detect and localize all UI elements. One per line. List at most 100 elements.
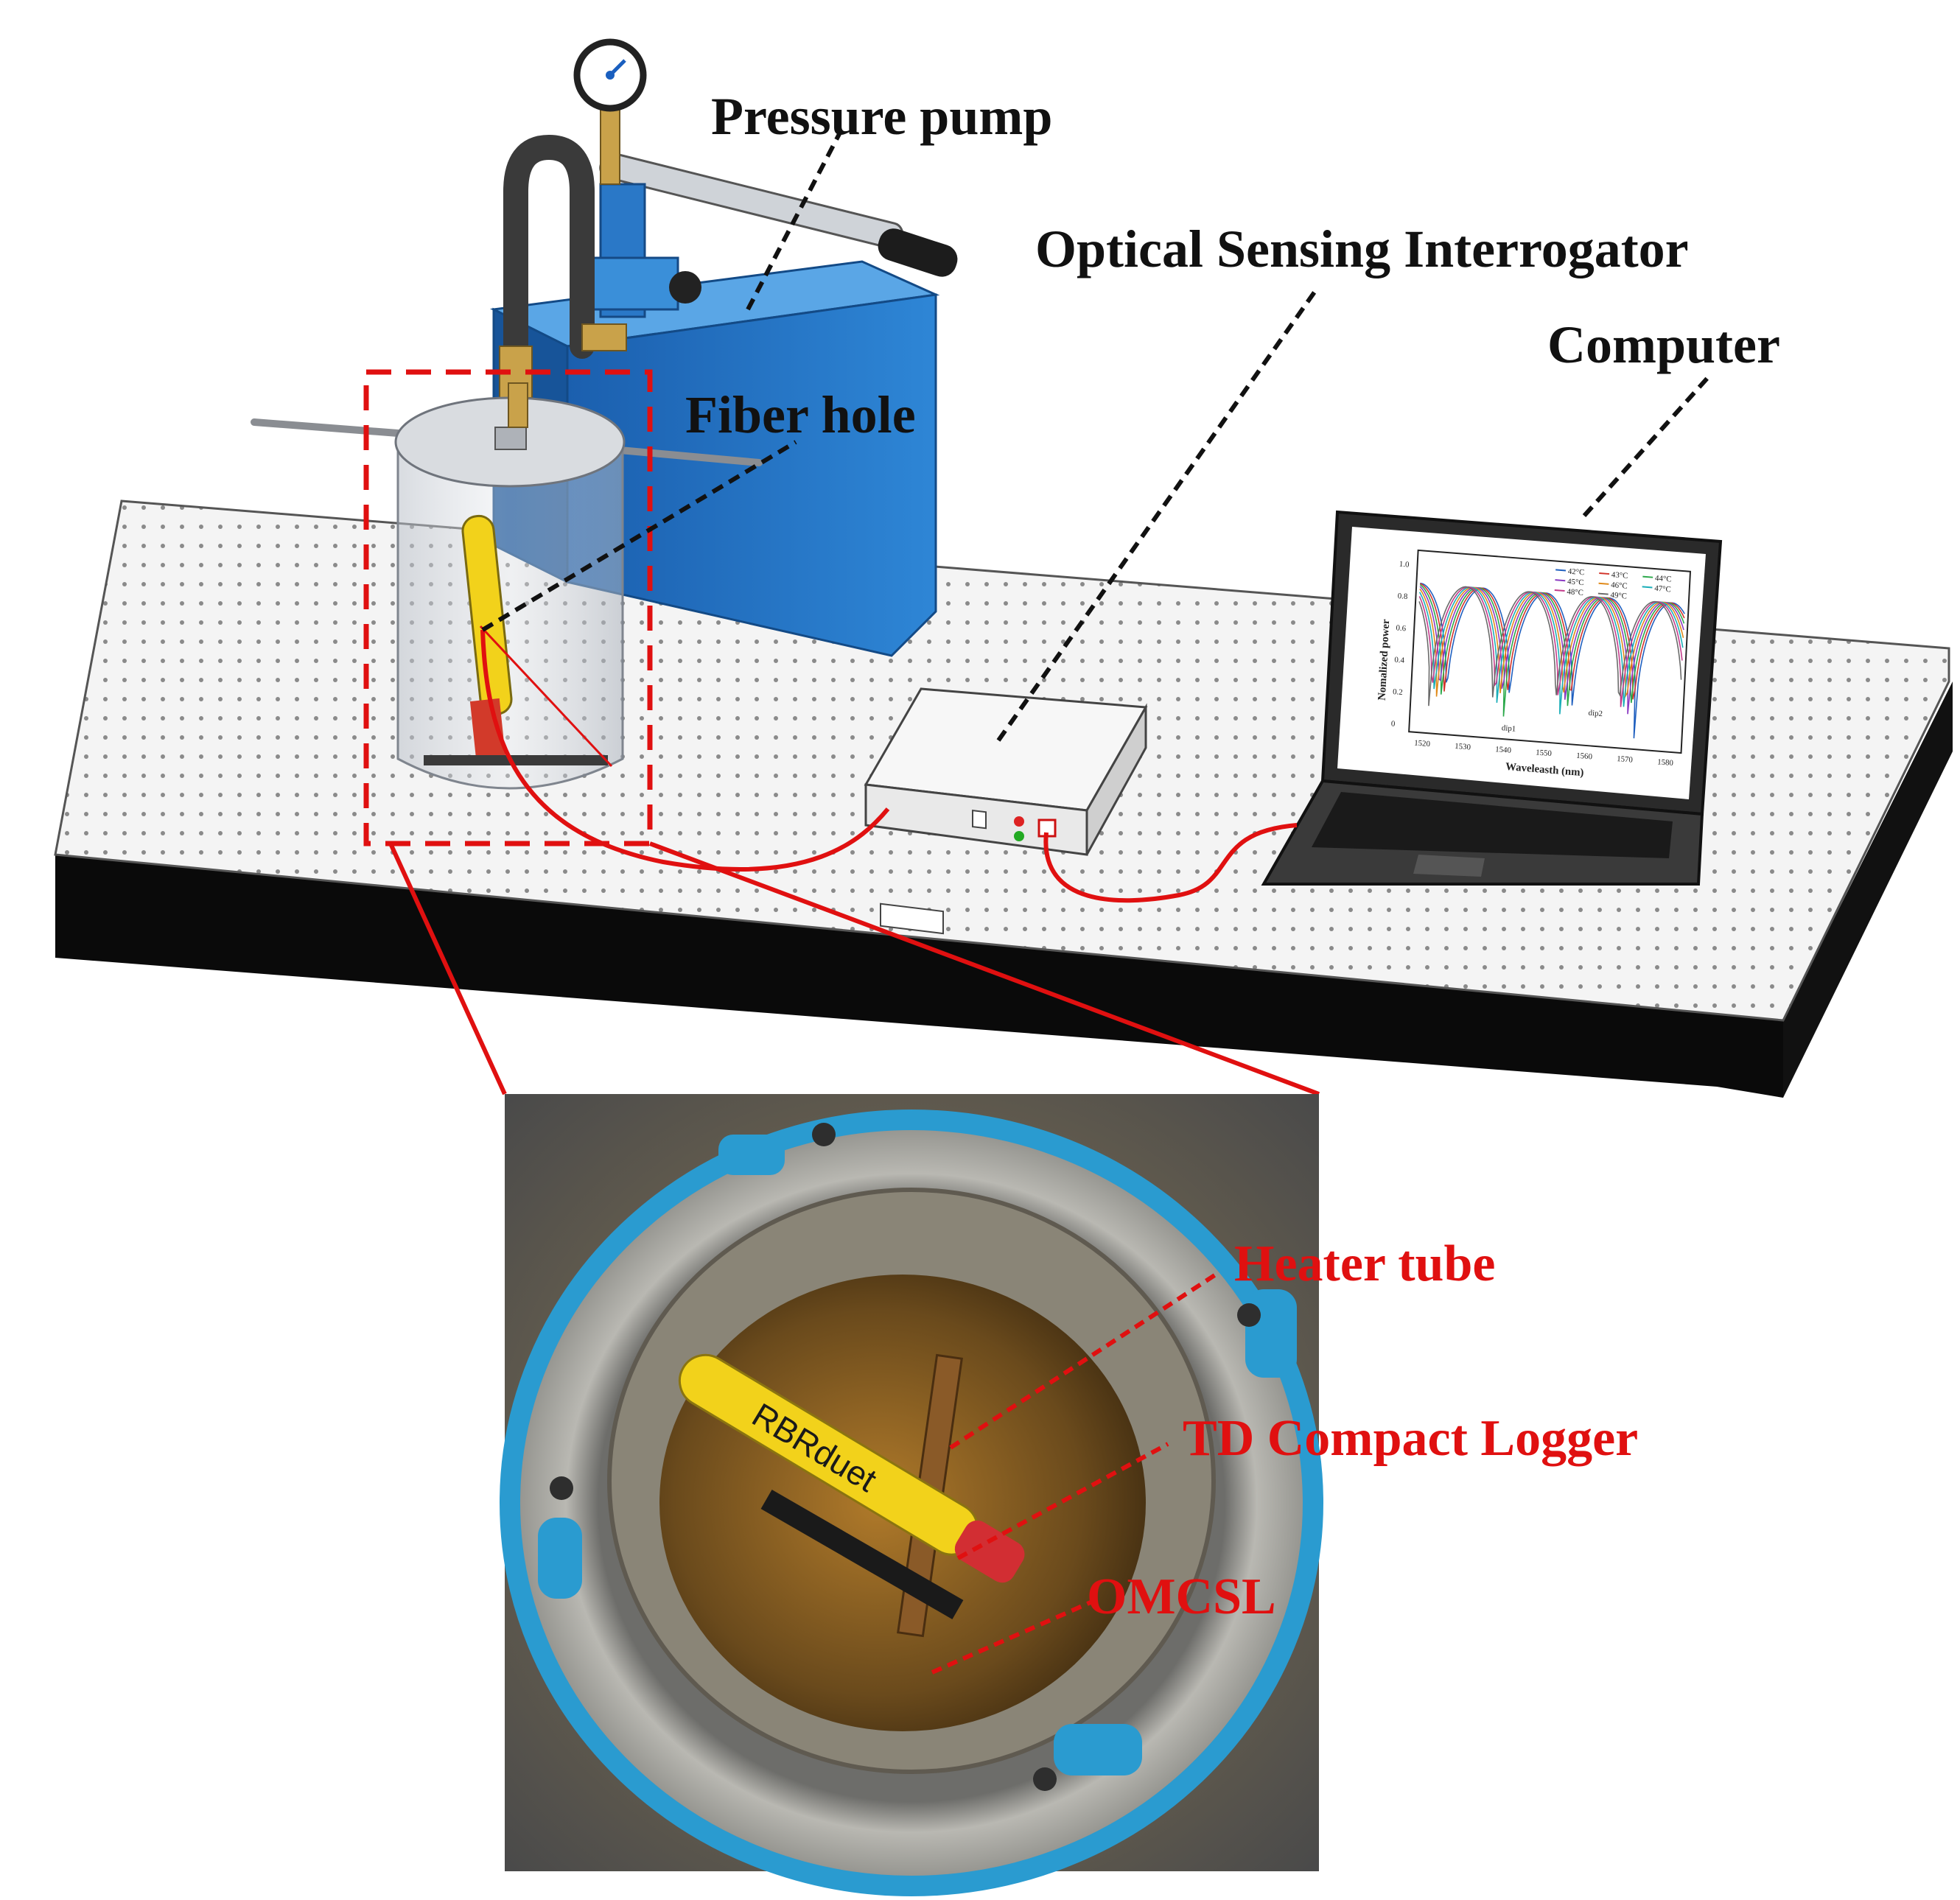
led-red-icon — [1014, 816, 1024, 827]
y-tick-label: 0 — [1391, 719, 1396, 728]
spectrum-curves — [1418, 582, 1685, 739]
leader-pressure-pump — [746, 131, 842, 311]
spectrum-curve — [1419, 583, 1685, 700]
table-side-face — [1783, 681, 1953, 1098]
leader-lines-black — [481, 131, 1712, 742]
paint-mark-2 — [1245, 1289, 1297, 1378]
leader-omcsl — [931, 1600, 1092, 1675]
pump-handle-grip — [878, 228, 958, 277]
gauge-stem — [600, 102, 620, 185]
bolt-hole-4 — [1033, 1767, 1057, 1791]
pressure-pump — [489, 38, 958, 657]
x-tick-label: 1540 — [1495, 745, 1512, 755]
legend-entry: 44°C — [1655, 574, 1672, 584]
legend-entry: 43°C — [1611, 570, 1628, 581]
spectrum-curve — [1419, 586, 1684, 698]
sensor-bar-schematic — [424, 755, 608, 765]
optical-interrogator — [864, 687, 1148, 935]
logger-probe-tip — [469, 698, 506, 760]
led-green-icon — [1014, 831, 1024, 841]
x-tick-label: 1560 — [1576, 751, 1593, 762]
bolt-hole-1 — [812, 1123, 836, 1146]
legend-swatch — [1642, 586, 1653, 589]
interrogator-button — [972, 809, 987, 830]
label-pressure-pump: Pressure pump — [711, 87, 1052, 146]
x-tick-label: 1550 — [1536, 748, 1553, 758]
spectrum-curve — [1418, 586, 1684, 715]
vessel-cylinder — [396, 448, 624, 790]
lid-inlet — [508, 382, 528, 428]
paint-mark-3 — [538, 1518, 582, 1599]
spectrum-curve — [1418, 586, 1682, 707]
y-tick-labels: 0 0.2 0.4 0.6 0.8 1.0 — [1391, 560, 1410, 729]
label-fiber-hole: Fiber hole — [685, 385, 916, 444]
zoom-connector-left — [388, 842, 507, 1096]
leader-computer — [1582, 374, 1712, 518]
y-tick-label: 0.6 — [1396, 623, 1407, 633]
spectrum-curve — [1418, 586, 1683, 707]
y-tick-label: 1.0 — [1399, 560, 1410, 569]
vessel-rod-left — [251, 418, 402, 437]
label-td-logger: TD Compact Logger — [1183, 1410, 1638, 1467]
x-tick-labels: 1520 1530 1540 1550 1560 1570 1580 — [1414, 739, 1674, 768]
table-front-face — [55, 855, 1783, 1098]
fiber-interrogator-to-laptop — [1043, 823, 1298, 903]
legend-swatch — [1598, 582, 1609, 585]
x-tick-label: 1580 — [1657, 757, 1674, 768]
dip2-label: dip2 — [1588, 709, 1603, 718]
leader-interrogator — [996, 290, 1317, 742]
leader-td-logger — [956, 1442, 1169, 1560]
legend-swatch — [1555, 579, 1566, 582]
zoom-highlight-box — [363, 369, 653, 846]
legend-entry: 46°C — [1611, 581, 1628, 591]
legend-swatch — [1554, 589, 1565, 592]
y-tick-label: 0.4 — [1394, 656, 1405, 665]
legend-entry: 45°C — [1567, 577, 1584, 587]
legend-swatch — [1555, 569, 1567, 572]
legend-entry: 48°C — [1567, 587, 1583, 597]
legend-swatch — [1599, 572, 1610, 575]
legend-entry: 49°C — [1610, 591, 1627, 601]
interrogator-side — [1085, 703, 1147, 855]
x-tick-label: 1530 — [1455, 742, 1471, 752]
label-computer: Computer — [1547, 315, 1780, 374]
leader-lines-red — [931, 1272, 1217, 1675]
legend-swatch — [1642, 575, 1653, 578]
dip1-label: dip1 — [1502, 723, 1516, 733]
vessel-photo-inset: RBRduet — [500, 1094, 1323, 1896]
hose-fitting-2 — [581, 323, 627, 351]
plot-legend: 42°C 43°C 44°C 45°C 46°C 47°C 48°C 49°C — [1554, 567, 1672, 601]
spectrum-curve — [1419, 586, 1684, 715]
laptop-keyboard — [1312, 792, 1673, 858]
pump-valve-knob — [669, 271, 701, 304]
laptop-touchpad — [1413, 855, 1485, 877]
leader-heater-tube — [949, 1272, 1217, 1450]
x-tick-label: 1570 — [1617, 754, 1634, 765]
legend-entry: 47°C — [1654, 584, 1671, 595]
omcsl-sensor — [760, 1490, 964, 1619]
legend-entry: 42°C — [1568, 567, 1585, 578]
pump-hose — [503, 134, 595, 396]
bolt-hole-2 — [1237, 1303, 1261, 1327]
y-tick-label: 0.8 — [1397, 592, 1408, 601]
paint-mark-1 — [718, 1135, 785, 1175]
plot-frame — [1408, 549, 1692, 754]
pressure-vessel — [251, 382, 763, 790]
paint-mark-4 — [1054, 1724, 1142, 1775]
legend-swatch — [1597, 592, 1609, 595]
bolt-hole-3 — [550, 1476, 573, 1500]
vessel-rod-right — [608, 446, 763, 466]
y-tick-label: 0.2 — [1393, 687, 1403, 697]
fiber-hole-fitting — [494, 427, 527, 450]
plot-ylabel: Nomalized power — [1376, 618, 1393, 701]
x-tick-label: 1520 — [1414, 739, 1431, 749]
interrogator-port-panel — [880, 902, 944, 935]
leader-fiber-hole — [481, 440, 797, 632]
spectrum-curve — [1420, 582, 1685, 739]
optical-fibers — [388, 629, 1320, 1096]
fiber-vessel-to-interrogator — [480, 629, 890, 872]
label-heater-tube: Heater tube — [1234, 1235, 1495, 1292]
spectrum-curve — [1419, 583, 1685, 717]
